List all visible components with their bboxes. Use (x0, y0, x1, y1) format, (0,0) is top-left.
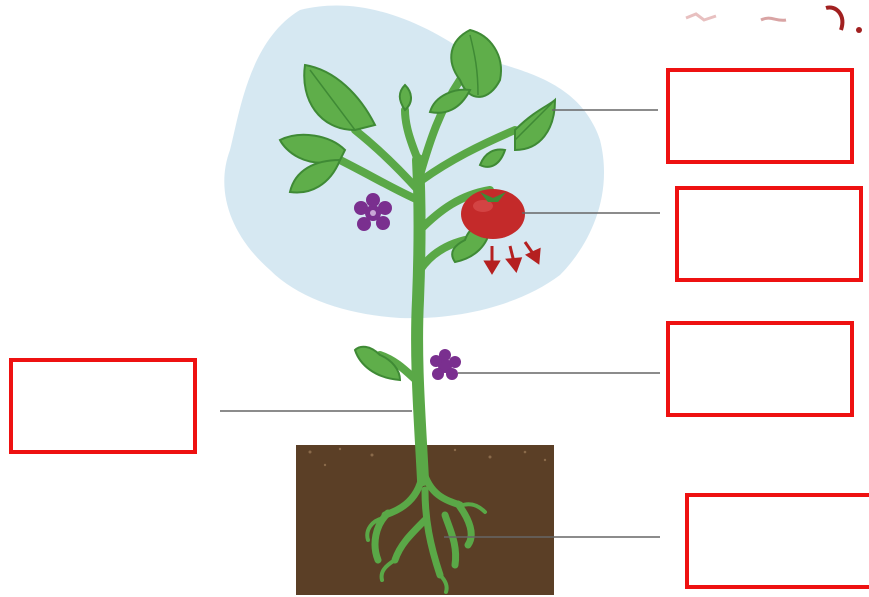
flower-lower (430, 349, 461, 380)
label-box-fruit[interactable] (675, 186, 863, 282)
label-box-root[interactable] (685, 493, 869, 589)
label-box-stem[interactable] (9, 358, 197, 454)
label-box-flower[interactable] (666, 321, 854, 417)
main-stem (417, 160, 423, 480)
tomato-fruit (461, 189, 525, 239)
corner-decoration (676, 0, 869, 40)
label-box-leaf[interactable] (666, 68, 854, 164)
